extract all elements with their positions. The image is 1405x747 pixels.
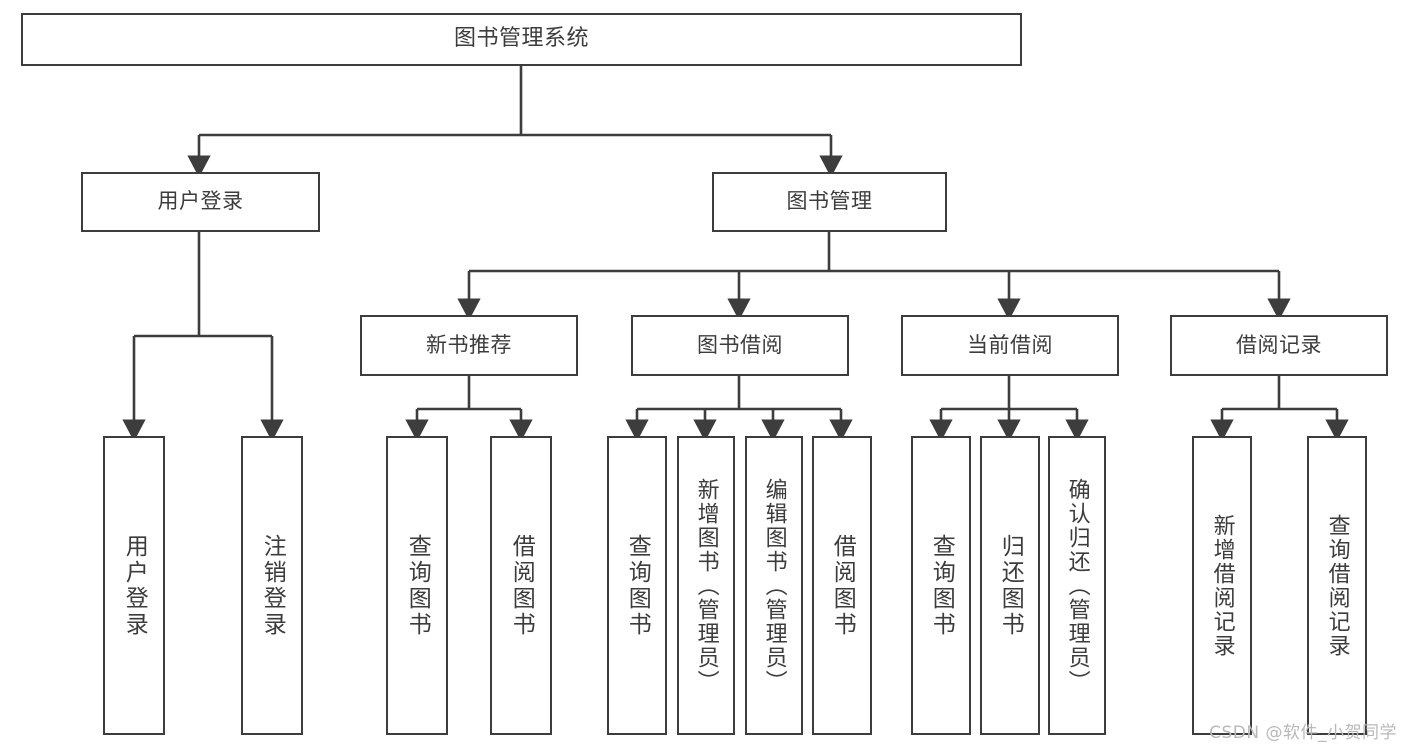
leaf-add-borrow-record[interactable]: 新增借阅记录 — [1192, 436, 1252, 735]
leaf-return-book[interactable]: 归还图书 — [980, 436, 1040, 735]
leaf-query-book-borrow[interactable]: 查询图书 — [607, 436, 667, 735]
leaf-query-borrow-record[interactable]: 查询借阅记录 — [1307, 436, 1367, 735]
leaf-query-book-recommend[interactable]: 查询图书 — [386, 436, 448, 735]
node-book-manage[interactable]: 图书管理 — [712, 172, 947, 232]
leaf-user-login[interactable]: 用户登录 — [103, 436, 165, 735]
leaf-borrow-book[interactable]: 借阅图书 — [812, 436, 872, 735]
node-borrow-record[interactable]: 借阅记录 — [1170, 315, 1388, 376]
leaf-query-book-current[interactable]: 查询图书 — [911, 436, 971, 735]
leaf-logout-login[interactable]: 注销登录 — [241, 436, 303, 735]
leaf-add-book-admin[interactable]: 新增图书（管理员） — [677, 436, 735, 735]
node-user-login[interactable]: 用户登录 — [81, 172, 320, 232]
leaf-edit-book-admin[interactable]: 编辑图书（管理员） — [745, 436, 803, 735]
node-new-book-recommend[interactable]: 新书推荐 — [360, 315, 578, 376]
node-root[interactable]: 图书管理系统 — [21, 13, 1022, 66]
leaf-confirm-return-admin[interactable]: 确认归还（管理员） — [1048, 436, 1106, 735]
node-current-borrow[interactable]: 当前借阅 — [901, 315, 1119, 376]
node-book-borrow[interactable]: 图书借阅 — [631, 315, 849, 376]
leaf-borrow-book-recommend[interactable]: 借阅图书 — [490, 436, 552, 735]
